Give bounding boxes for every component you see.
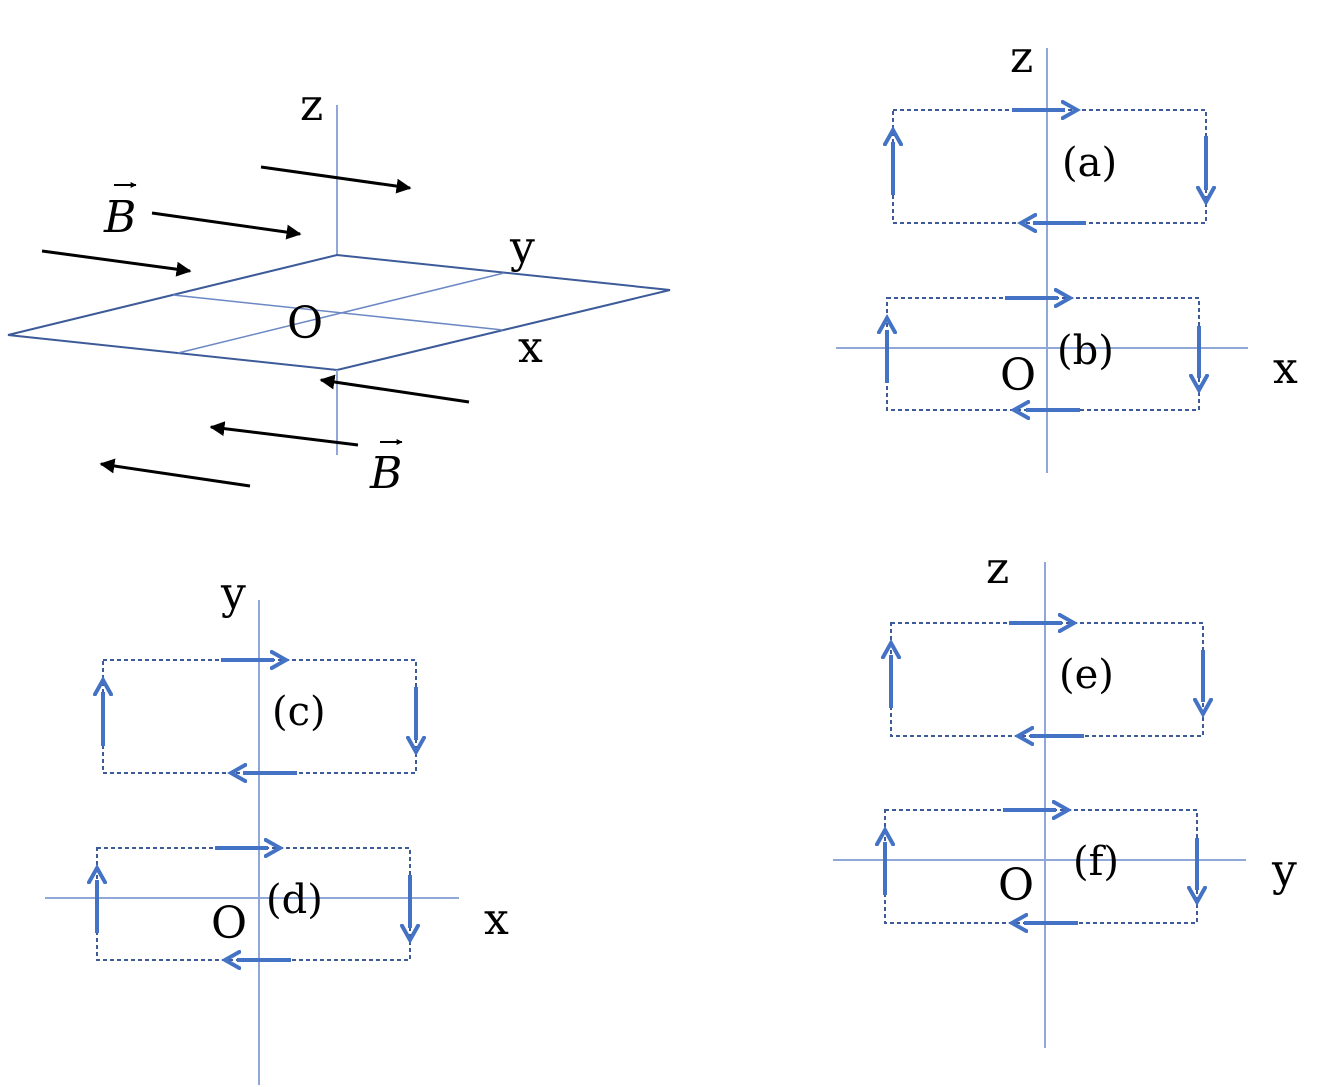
y-axis-label: y [220, 568, 246, 619]
loop-border [884, 809, 1198, 924]
field-symbol-bottom: B [369, 448, 402, 499]
loop-border [886, 297, 1200, 411]
y-axis-label: y [509, 222, 535, 273]
origin-label: O [1000, 350, 1036, 401]
panel-xz-view: z x O (a) (b) [836, 32, 1298, 473]
field-label-top: B [103, 182, 137, 243]
x-axis-label: x [484, 894, 509, 945]
loop-f: (f) [885, 810, 1197, 923]
loop-e: (e) [891, 623, 1203, 736]
z-axis-label: z [300, 80, 323, 131]
origin-label: O [998, 860, 1034, 911]
loop-border [96, 847, 411, 961]
field-arrow-bottom-3 [99, 458, 251, 488]
loop-b: (b) [887, 298, 1199, 410]
z-axis-label: z [986, 543, 1009, 594]
loop-c: (c) [103, 660, 416, 773]
origin-label: O [211, 898, 247, 949]
plane-centerline-x [172, 294, 504, 331]
x-axis-label: x [1273, 343, 1298, 394]
loop-border [892, 109, 1207, 224]
x-axis-label: x [518, 322, 543, 373]
field-arrow-bottom-1 [319, 374, 470, 404]
panel-caption: (c) [272, 689, 326, 735]
panel-yz-view: z y O (e) (f) [833, 543, 1297, 1048]
panel-caption: (b) [1057, 328, 1114, 374]
perspective-view: z y x O B B [7, 80, 671, 499]
loop-d: (d) [97, 848, 410, 960]
origin-label: O [287, 298, 323, 349]
loop-a: (a) [893, 110, 1206, 223]
y-axis-label: y [1271, 845, 1297, 896]
panel-caption: (a) [1062, 140, 1117, 186]
z-axis-label: z [1010, 32, 1033, 83]
field-symbol-top: B [103, 192, 136, 243]
field-arrow-top-3 [41, 249, 192, 277]
panel-xy-view: y x O (c) (d) [45, 568, 509, 1085]
field-label-bottom: B [369, 439, 403, 499]
panel-caption: (e) [1059, 652, 1114, 698]
panel-caption: (d) [266, 877, 323, 923]
field-arrow-top-2 [151, 211, 302, 240]
loop-border [890, 622, 1204, 737]
panel-caption: (f) [1073, 839, 1119, 885]
field-arrow-bottom-2 [209, 421, 359, 447]
plane-centerline-y [177, 272, 505, 354]
field-arrow-top-1 [260, 165, 412, 194]
